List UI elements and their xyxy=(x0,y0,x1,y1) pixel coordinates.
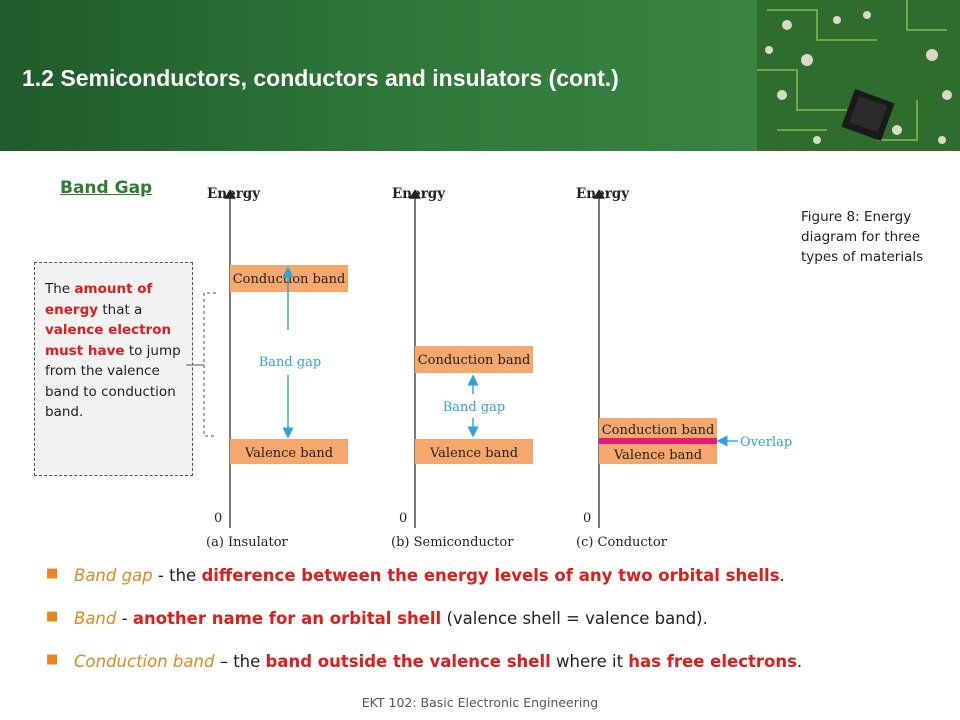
list-item: ■ Band gap - the difference between the … xyxy=(46,566,946,609)
footer-course-title: EKT 102: Basic Electronic Engineering xyxy=(361,695,599,710)
conduction-band xyxy=(415,346,533,373)
energy-band-diagram: Energy 0 Conduction band Valence band Ba… xyxy=(186,186,792,550)
bullet-highlight: band outside the valence shell xyxy=(265,652,551,671)
list-item: ■ Conduction band – the band outside the… xyxy=(46,652,946,695)
figure-caption: Figure 8: Energy diagram for three types… xyxy=(801,209,924,265)
energy-axis-label: Energy xyxy=(392,186,446,202)
circuit-board-image xyxy=(757,0,960,151)
panel-label-semiconductor: (b) Semiconductor xyxy=(391,535,514,550)
energy-axis-label: Energy xyxy=(207,186,261,202)
valence-band xyxy=(230,439,348,464)
callout-text-prefix: The xyxy=(45,281,75,297)
valence-band-label: Valence band xyxy=(244,446,333,461)
bullet-separator: - the xyxy=(152,566,202,585)
overlap-label: Overlap xyxy=(740,435,792,450)
callout-highlight-valence: valence electron must have xyxy=(45,322,172,359)
bullet-separator: – the xyxy=(214,652,266,671)
band-gap-label: Band gap xyxy=(259,355,322,370)
callout-text-mid: that a xyxy=(98,301,143,318)
bullet-square-icon: ■ xyxy=(46,566,59,581)
valence-band xyxy=(415,439,533,464)
bullet-rest: . xyxy=(779,566,785,585)
panel-conductor: Energy 0 Conduction band Valence band Ov… xyxy=(576,186,792,550)
bullet-highlight-2: has free electrons xyxy=(628,652,797,671)
panel-semiconductor: Energy 0 Conduction band Valence band Ba… xyxy=(391,186,533,550)
valence-band-label: Valence band xyxy=(613,448,702,463)
bullet-highlight: another name for an orbital shell xyxy=(132,609,442,628)
bullet-term: Band xyxy=(74,609,117,628)
section-title: Band Gap xyxy=(60,178,153,198)
bullet-separator: - xyxy=(116,609,133,628)
bullet-rest: (valence shell = valence band). xyxy=(441,609,708,628)
bullet-square-icon: ■ xyxy=(46,652,59,667)
valence-band-label: Valence band xyxy=(429,446,518,461)
panel-label-insulator: (a) Insulator xyxy=(206,535,289,550)
list-item: ■ Band - another name for an orbital she… xyxy=(46,609,946,652)
bullet-term: Conduction band xyxy=(74,652,215,671)
callout-bracket xyxy=(203,292,216,437)
zero-label: 0 xyxy=(214,511,222,526)
energy-axis-label: Energy xyxy=(576,186,630,202)
bullet-mid: where it xyxy=(550,652,629,671)
valence-band xyxy=(599,443,717,464)
zero-label: 0 xyxy=(583,511,591,526)
conduction-band-label: Conduction band xyxy=(233,272,346,287)
callout-text-suffix: to jump from the valence band to conduct… xyxy=(45,342,181,421)
conduction-band xyxy=(599,418,717,439)
band-gap-definition-callout: The amount of energy that a valence elec… xyxy=(34,262,193,476)
panel-insulator: Energy 0 Conduction band Valence band Ba… xyxy=(206,186,348,550)
bullet-square-icon: ■ xyxy=(46,609,59,624)
page-title: 1.2 Semiconductors, conductors and insul… xyxy=(22,65,619,91)
callout-highlight-amount: amount of energy xyxy=(45,281,153,318)
zero-label: 0 xyxy=(399,511,407,526)
band-gap-label: Band gap xyxy=(443,400,506,415)
definition-list: ■ Band gap - the difference between the … xyxy=(46,566,946,695)
bullet-term: Band gap xyxy=(74,566,153,585)
conduction-band-label: Conduction band xyxy=(602,423,715,438)
bullet-highlight: difference between the energy levels of … xyxy=(201,566,780,585)
panel-label-conductor: (c) Conductor xyxy=(576,535,668,550)
overlap-region xyxy=(599,438,717,444)
conduction-band-label: Conduction band xyxy=(418,353,531,368)
bullet-rest: . xyxy=(796,652,803,671)
